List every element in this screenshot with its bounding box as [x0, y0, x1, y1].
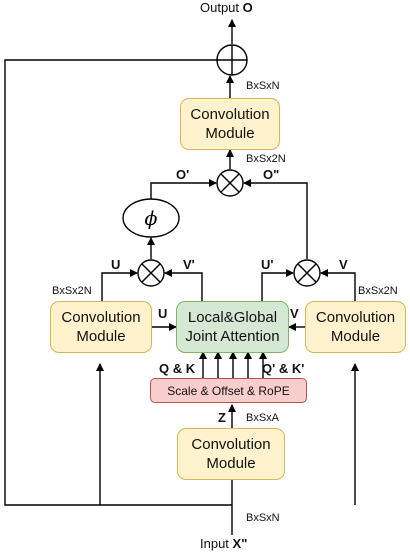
input-label: Input X"	[200, 536, 247, 551]
add-operator-icon	[216, 44, 248, 76]
label-u-prime: U'	[261, 257, 274, 272]
output-label: Output O	[200, 0, 253, 15]
conv-module-left: Convolution Module	[50, 301, 152, 353]
output-prefix: Output	[200, 0, 240, 15]
conv-module-bottom: Convolution Module	[177, 428, 285, 480]
dim-top-in: BxSx2N	[246, 153, 286, 165]
label-q-k-prime: Q' & K'	[262, 361, 305, 376]
input-symbol: X"	[232, 536, 248, 551]
label-u-left-top: U	[111, 257, 121, 272]
label-o-double-prime: O"	[263, 167, 280, 182]
conv-module-top: Convolution Module	[180, 98, 280, 150]
label-u-attention: U	[158, 306, 168, 321]
dim-right: BxSx2N	[358, 285, 398, 297]
dim-left: BxSx2N	[52, 285, 92, 297]
phi-symbol: ϕ	[145, 208, 158, 230]
multiply-operator-right-icon	[293, 259, 321, 287]
label-v-attention: V	[290, 306, 299, 321]
input-prefix: Input	[200, 536, 229, 551]
label-q-k: Q & K	[159, 361, 196, 376]
multiply-operator-left-icon	[137, 259, 165, 287]
output-symbol: O	[242, 0, 253, 15]
dim-bottom-out: BxSxA	[246, 412, 280, 424]
phi-node	[122, 198, 180, 238]
label-v-prime: V'	[183, 257, 195, 272]
joint-attention-module: Local&Global Joint Attention	[176, 301, 289, 353]
multiply-operator-top-icon	[216, 169, 244, 197]
label-z: Z	[218, 410, 226, 425]
scale-offset-rope-box: Scale & Offset & RoPE	[150, 378, 307, 403]
label-o-prime: O'	[176, 167, 190, 182]
dim-top-out: BxSxN	[246, 80, 280, 92]
label-v-right-top: V	[339, 257, 348, 272]
conv-module-right: Convolution Module	[305, 301, 406, 353]
dim-input: BxSxN	[246, 512, 280, 524]
